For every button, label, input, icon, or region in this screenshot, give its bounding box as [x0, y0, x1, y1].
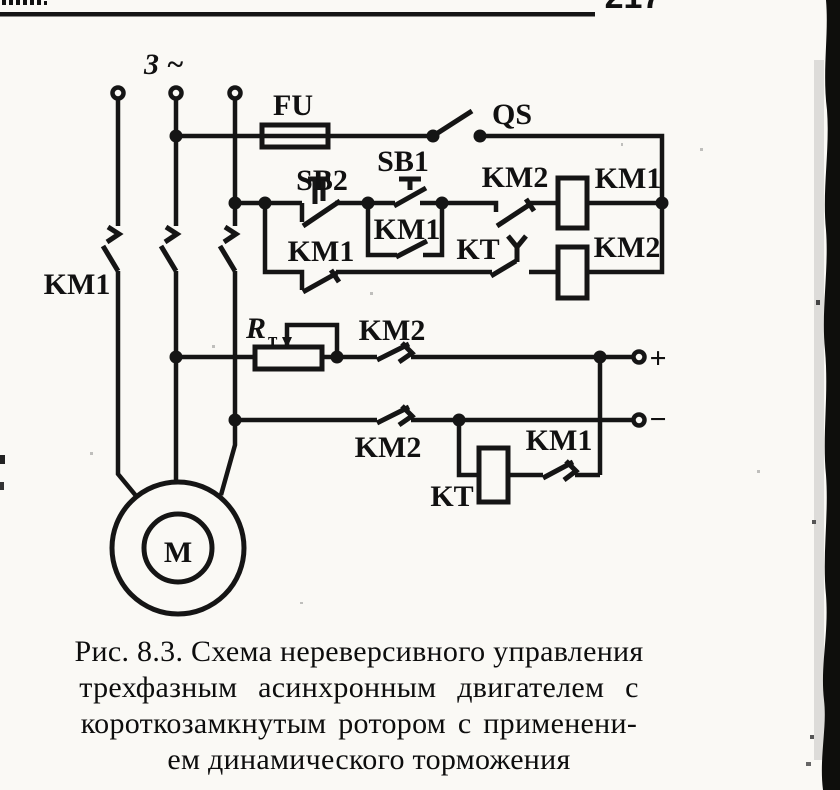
junction-dots: [169, 129, 669, 427]
scan-top-marks: [2, 0, 47, 5]
kt-coil-label: KT: [430, 480, 473, 513]
rt-label-sub: т: [268, 330, 278, 351]
km1-coil-label: KM1: [595, 162, 662, 195]
contact-kt-delayed: KT: [456, 233, 558, 279]
motor: М: [109, 479, 247, 617]
km2-interlock-label: KM2: [482, 161, 549, 194]
top-rule: [0, 12, 595, 17]
contact-km2-plus: KM2: [359, 314, 634, 365]
caption-line-2: трехфазным асинхронным двигателем с: [79, 671, 639, 704]
km1-kt-label: KM1: [526, 424, 593, 457]
contact-km1-kt: KM1: [526, 357, 603, 482]
fuse-label: FU: [273, 89, 313, 122]
figure-caption: Рис. 8.3. Схема нереверсивного управлени…: [28, 634, 690, 778]
motor-label: М: [164, 536, 192, 569]
plus-sign: +: [649, 342, 666, 375]
book-edge: [806, 0, 840, 790]
phase-a-line: [100, 99, 139, 499]
caption-line-3: короткозамкнутым ротором с применени-: [80, 707, 638, 740]
supply-terminals: 3 ~: [110, 48, 243, 101]
sb2-label: SB2: [296, 164, 348, 197]
km2-minus-label: KM2: [355, 431, 422, 464]
fuse-fu: FU: [176, 89, 433, 150]
scan-left-mark: [0, 455, 5, 464]
caption-line-4: ем динамического торможения: [167, 743, 571, 776]
minus-sign: −: [649, 403, 666, 436]
kt-contact-label: KT: [456, 233, 499, 266]
page-number: 217: [605, 0, 662, 16]
coil-kt: KT: [430, 420, 543, 513]
contact-km1-nc: KM1: [262, 203, 492, 295]
caption-line-1: Рис. 8.3. Схема нереверсивного управлени…: [74, 635, 644, 668]
contact-km1-selfhold: KM1: [365, 203, 445, 260]
contact-km2-minus: KM2: [235, 404, 634, 464]
button-sb2: SB2: [296, 164, 395, 229]
switch-qs: QS: [426, 98, 665, 203]
resistor-rt: R т: [176, 312, 377, 372]
scan-left-mark-2: [0, 482, 4, 490]
scan-speckles: [90, 143, 760, 604]
km1-nc-label: KM1: [288, 235, 355, 268]
km1-selfhold-label: KM1: [374, 213, 441, 246]
supply-label: 3 ~: [143, 48, 184, 81]
phase-c-line: [217, 99, 241, 496]
dc-plus-terminal: +: [631, 342, 667, 375]
phase-b-line: [158, 99, 182, 482]
coil-km1: KM1: [555, 162, 662, 231]
button-sb1: SB1: [377, 145, 442, 209]
qs-label: QS: [492, 98, 532, 131]
km2-coil-label: KM2: [594, 231, 661, 264]
coil-km2: KM2: [555, 203, 665, 301]
rt-label: R: [245, 312, 266, 345]
sb1-label: SB1: [377, 145, 429, 178]
km2-plus-label: KM2: [359, 314, 426, 347]
km1-main-label: KM1: [44, 268, 111, 301]
contact-km2-interlock: KM2: [442, 161, 558, 229]
dc-minus-terminal: −: [631, 403, 667, 436]
